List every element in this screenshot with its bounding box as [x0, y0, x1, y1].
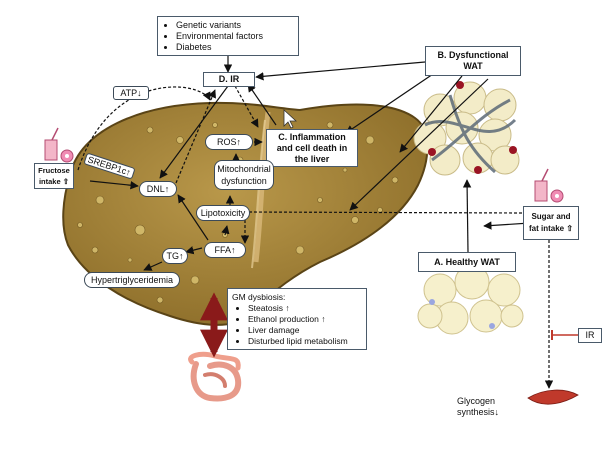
ir-inhibitor-label: IR [585, 330, 595, 340]
dysfunctional-wat-illustration [413, 81, 520, 176]
intestine-illustration [188, 351, 242, 402]
lipotoxicity-node: Lipotoxicity [196, 205, 250, 221]
dysfunctional-wat-label-line1: B. Dysfunctional [437, 50, 509, 60]
gm-dysbiosis-item: Ethanol production ↑ [248, 314, 362, 325]
hypertriglyceridemia-label: Hypertriglyceridemia [90, 275, 174, 285]
sugar-fat-intake-node: Sugar and fat intake ⇧ [523, 206, 579, 240]
glycogen-synthesis-label: Glycogen synthesis↓ [457, 396, 499, 418]
dysfunctional-wat-node: B. Dysfunctional WAT [425, 46, 521, 76]
inflammation-label-line1: C. Inflammation [278, 132, 346, 142]
fructose-intake-line2: intake ⇧ [38, 177, 70, 186]
gm-dysbiosis-box: GM dysbiosis: Steatosis ↑ Ethanol produc… [227, 288, 367, 350]
gm-dysbiosis-title: GM dysbiosis: [232, 292, 286, 302]
healthy-wat-node: A. Healthy WAT [418, 252, 516, 272]
inflammation-label-line3: the liver [294, 154, 330, 164]
atp-node: ATP↓ [113, 86, 149, 100]
fructose-intake-node: Fructose intake ⇧ [34, 163, 74, 189]
lipotoxicity-label: Lipotoxicity [200, 208, 246, 218]
gm-dysbiosis-item: Steatosis ↑ [248, 303, 362, 314]
ffa-node: FFA↑ [204, 242, 246, 258]
ros-label: ROS↑ [216, 137, 241, 147]
dnl-label: DNL↑ [146, 184, 170, 194]
glycogen-line1: Glycogen [457, 396, 496, 406]
mitochondrial-dysfunction-line2: dysfunction [221, 176, 267, 186]
mouse-cursor-icon [283, 109, 298, 129]
ffa-label: FFA↑ [214, 245, 236, 255]
dysfunctional-wat-label-line2: WAT [463, 61, 483, 71]
tg-node: TG↑ [162, 248, 188, 264]
sugar-fat-intake-line2: fat intake ⇧ [528, 224, 574, 233]
inflammation-node: C. Inflammation and cell death in the li… [266, 129, 358, 167]
gm-dysbiosis-item: Liver damage [248, 325, 362, 336]
healthy-wat-illustration [417, 264, 524, 335]
mitochondrial-dysfunction-line1: Mitochondrial [217, 164, 271, 174]
muscle-illustration [527, 389, 579, 405]
fructose-intake-line1: Fructose [38, 166, 70, 175]
hypertriglyceridemia-node: Hypertriglyceridemia [84, 272, 180, 288]
mitochondrial-dysfunction-node: Mitochondrial dysfunction [214, 160, 274, 190]
sugar-drink-illustration [534, 168, 564, 203]
ir-inhibitor-node: IR [578, 328, 602, 343]
sugar-fat-intake-line1: Sugar and [531, 212, 571, 221]
tg-label: TG↑ [166, 251, 184, 261]
inflammation-label-line2: and cell death in [276, 143, 348, 153]
atp-label: ATP↓ [120, 88, 142, 98]
factor-item: Genetic variants [176, 20, 294, 31]
dnl-node: DNL↑ [139, 181, 177, 197]
fructose-drink-illustration [44, 127, 74, 163]
factor-item: Environmental factors [176, 31, 294, 42]
glycogen-line2: synthesis↓ [457, 407, 500, 417]
arrows [77, 56, 580, 389]
risk-factors-box: Genetic variants Environmental factors D… [157, 16, 299, 56]
ros-node: ROS↑ [205, 134, 253, 150]
gm-dysbiosis-item: Disturbed lipid metabolism [248, 336, 362, 347]
ir-label: D. IR [218, 74, 240, 84]
factor-item: Diabetes [176, 42, 294, 53]
ir-node: D. IR [203, 72, 255, 87]
healthy-wat-label: A. Healthy WAT [434, 257, 500, 267]
